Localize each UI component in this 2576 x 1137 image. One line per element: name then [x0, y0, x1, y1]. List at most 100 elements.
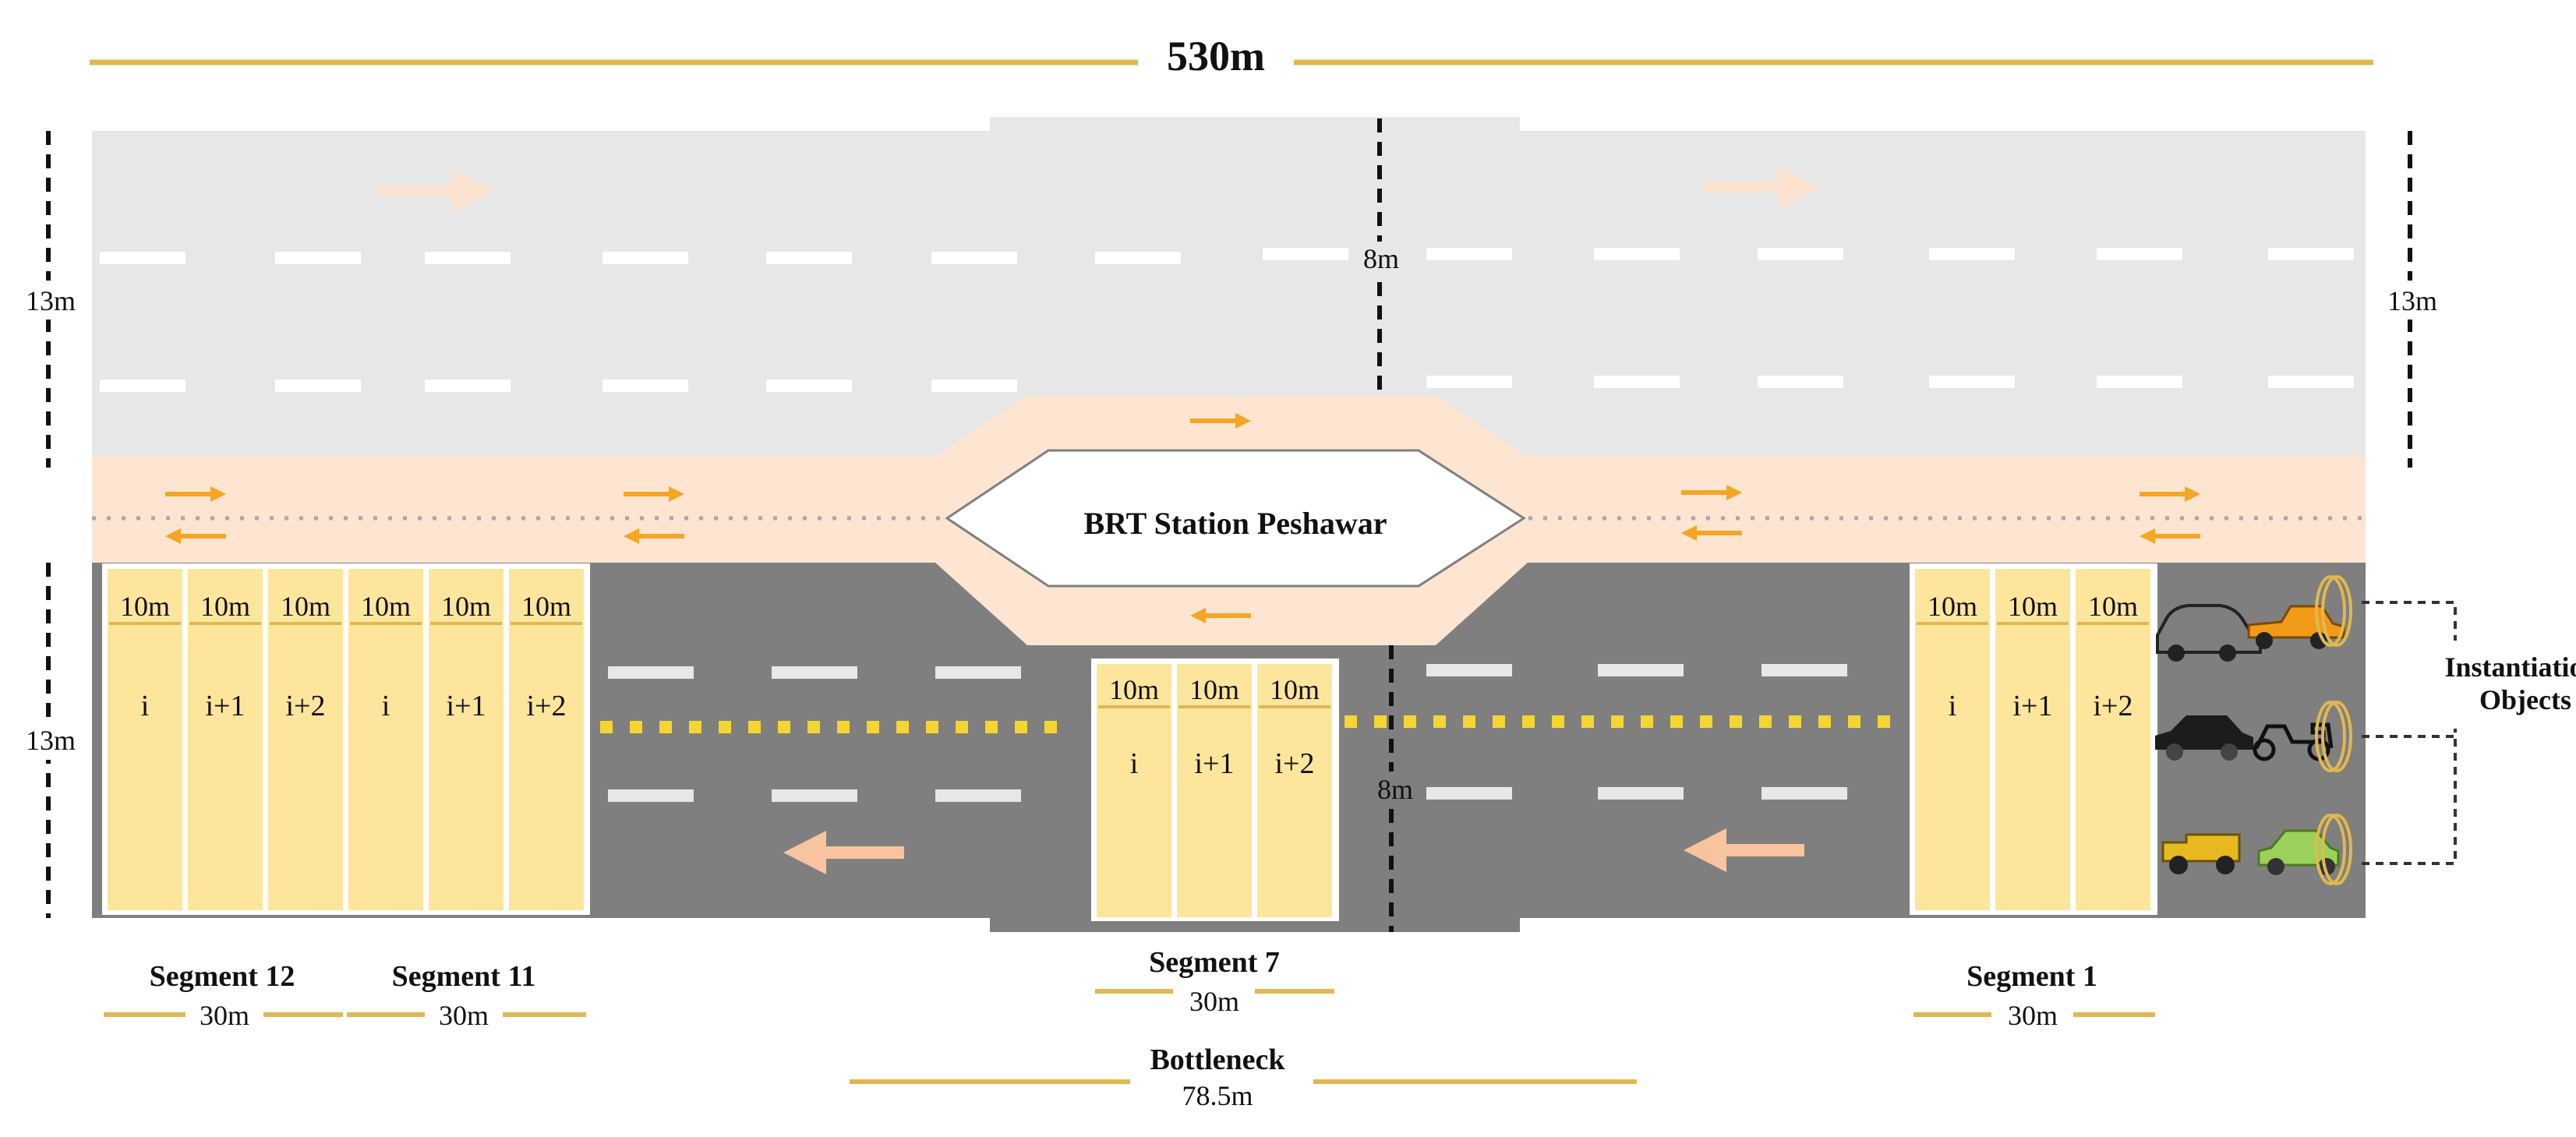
vehicle-spawn-area: Instantiation Objects [2155, 575, 2576, 885]
dump-truck-icon [2161, 833, 2241, 874]
upper-road [92, 117, 2366, 456]
center-yellow-dotted-line [600, 715, 1890, 733]
arrow-right-icon [1190, 413, 1251, 429]
brt-station[interactable]: BRT Station Peshawar [945, 449, 1526, 588]
segment-7-name: Segment 7 [1149, 946, 1280, 979]
lower-direction-arrow-right [1684, 828, 1804, 872]
center-dot [1493, 715, 1505, 728]
bottleneck-name: Bottleneck [1150, 1043, 1285, 1076]
center-dot [1611, 715, 1624, 728]
center-dot [956, 721, 968, 733]
center-dot [1345, 715, 1357, 728]
instantiation-bracket [2362, 601, 2457, 865]
center-dot [1404, 715, 1416, 728]
cell-length-label: 10m [1270, 674, 1320, 705]
segment-12-length: 30m [200, 1000, 249, 1031]
center-dot [1670, 715, 1683, 728]
instantiation-label-line-2: Objects [2479, 684, 2571, 715]
cell-length-label: 10m [521, 591, 571, 622]
cell-index-label: i [1949, 690, 1957, 722]
center-dot [689, 721, 701, 733]
cell-length-label: 10m [361, 591, 411, 622]
center-dot [778, 721, 790, 733]
cell-index-label: i+2 [1275, 747, 1315, 780]
arrow-left-icon [2140, 528, 2200, 544]
cell-length-label: 10m [1928, 591, 1977, 622]
brt-station-label: BRT Station Peshawar [1083, 506, 1387, 541]
arrow-right-icon [1681, 485, 1742, 500]
cell-index-label: i [382, 690, 390, 722]
total-length-dimension: 530m [90, 33, 2373, 79]
cell-index-label: i+2 [527, 690, 567, 722]
instantiation-label: Instantiation Objects [2444, 651, 2576, 715]
upper-lane-markings [100, 248, 2354, 392]
cell-length-label: 10m [200, 591, 250, 622]
lower-direction-arrow-left [783, 831, 904, 874]
cell-index-label: i [1130, 747, 1139, 780]
center-dot [867, 721, 879, 733]
cell-index-label: i+2 [2094, 690, 2133, 722]
center-dot [837, 721, 850, 733]
cell-index-label: i+1 [447, 690, 486, 722]
segment-labels: Segment 12 30m Segment 11 30m Segment 7 … [104, 946, 2155, 1111]
center-dot [600, 721, 613, 733]
arrow-left-icon [1681, 525, 1742, 541]
segment-11-name: Segment 11 [392, 960, 536, 993]
center-dot [1730, 715, 1742, 728]
center-top-width-label: 8m [1363, 243, 1399, 274]
center-dot [748, 721, 761, 733]
center-dot [807, 721, 820, 733]
total-length-label: 530m [1167, 33, 1265, 79]
center-dot [926, 721, 938, 733]
center-dot [1789, 715, 1801, 728]
instantiation-label-line-1: Instantiation [2444, 651, 2576, 683]
arrow-left-icon [624, 528, 684, 544]
center-dot [1848, 715, 1860, 728]
cell-length-label: 10m [281, 591, 330, 622]
brt-lane-arrows [165, 413, 2200, 623]
cell-length-label: 10m [441, 591, 491, 622]
left-top-width-label: 13m [26, 285, 76, 316]
center-bottom-width-label: 8m [1377, 774, 1413, 805]
center-dot [1641, 715, 1653, 728]
arrow-right-icon [2140, 486, 2200, 502]
segment-7-length: 30m [1189, 986, 1239, 1017]
cell-length-label: 10m [2008, 591, 2058, 622]
center-dot [1522, 715, 1535, 728]
lower-lane-markings [608, 664, 1847, 802]
arrow-right-icon [624, 486, 684, 502]
segment-12-block[interactable] [102, 563, 590, 915]
right-top-width-label: 13m [2387, 285, 2437, 316]
cell-index-label: i+1 [1195, 747, 1235, 780]
segment-11-length: 30m [439, 1000, 489, 1031]
cell-length-label: 10m [2088, 591, 2138, 622]
center-dot [1044, 721, 1057, 733]
dimension-labels: 13m 13m 13m 8m 8m [22, 242, 2438, 809]
center-dot [1552, 715, 1564, 728]
center-dot [1818, 715, 1831, 728]
segment-1-length: 30m [2008, 1000, 2058, 1031]
spawn-portal-icons [2315, 575, 2352, 885]
center-dot [1759, 715, 1772, 728]
cell-length-label: 10m [120, 591, 170, 622]
center-dot [1581, 715, 1594, 728]
center-dot [1463, 715, 1475, 728]
cell-index-label: i+2 [286, 690, 326, 722]
upper-direction-arrow-left [378, 170, 495, 212]
center-dot [1374, 715, 1387, 728]
center-dot [1433, 715, 1446, 728]
cell-length-label: 10m [1109, 674, 1159, 705]
arrow-left-icon [1190, 608, 1251, 623]
cell-index-label: i [141, 690, 150, 722]
center-dot [896, 721, 909, 733]
cell-index-label: i+1 [206, 690, 246, 722]
segment-1-name: Segment 1 [1966, 960, 2097, 993]
arrow-left-icon [165, 528, 226, 544]
center-dot [719, 721, 731, 733]
upper-direction-arrow-right [1703, 166, 1820, 208]
center-dot [1878, 715, 1890, 728]
bottleneck-length: 78.5m [1182, 1080, 1253, 1111]
cell-length-label: 10m [1189, 674, 1239, 705]
center-dot [1700, 715, 1712, 728]
